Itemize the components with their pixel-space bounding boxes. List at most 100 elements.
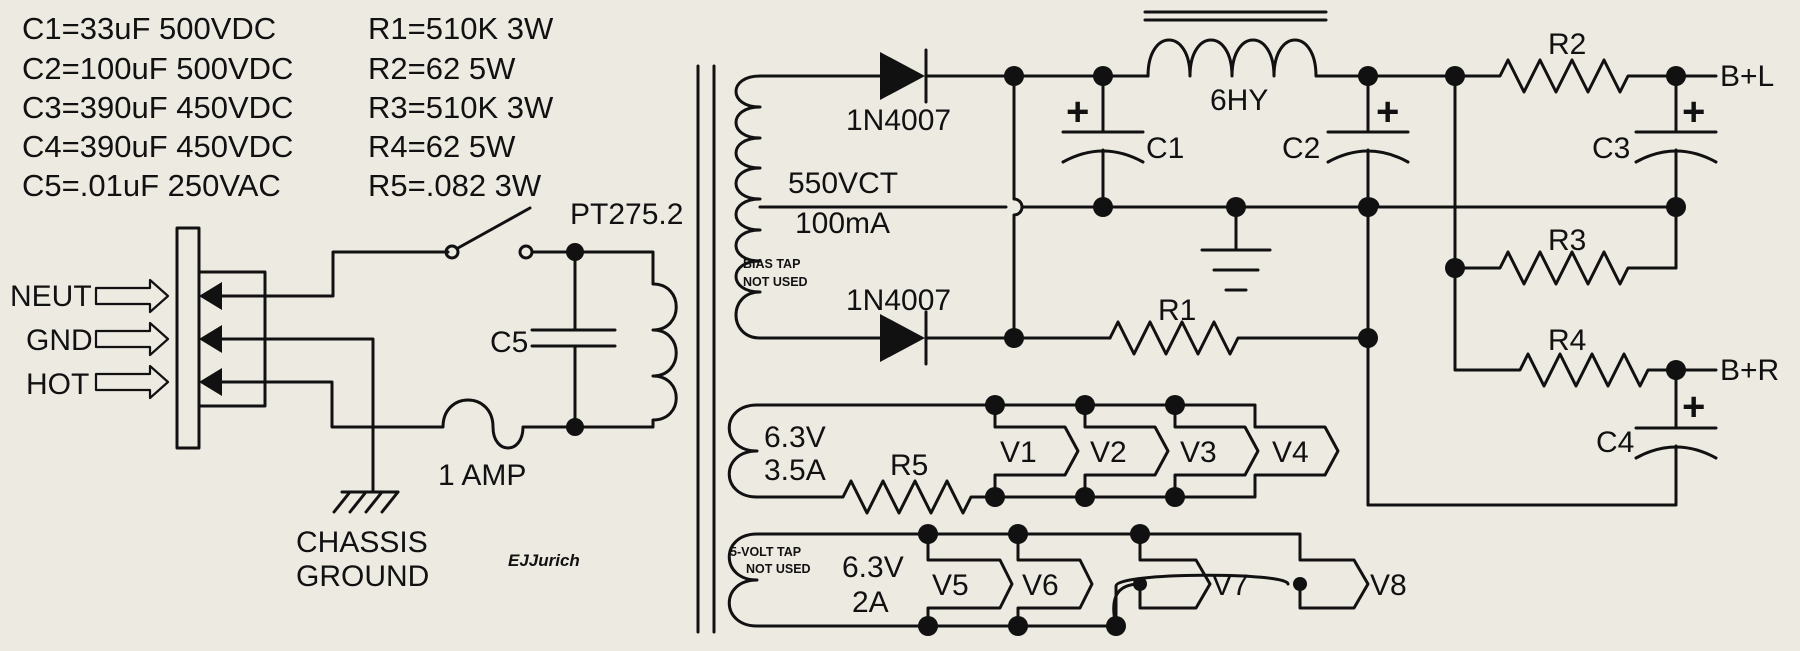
c1-capacitor: + C1	[1061, 66, 1184, 209]
node-v5-bottom	[918, 616, 938, 636]
node-v7-top	[1130, 524, 1150, 544]
parts-r2: R2=62 5W	[368, 51, 516, 86]
node-v3-bottom	[1165, 487, 1185, 507]
b-plus-left-label: B+L	[1720, 60, 1774, 93]
r1-zigzag-icon	[1108, 320, 1370, 356]
chassis-label-line2: GROUND	[296, 560, 429, 593]
heater2-winding-icon	[727, 532, 930, 628]
ac-inlet: NEUT GND HOT	[10, 226, 450, 450]
switch-lever	[456, 206, 532, 250]
r3-label: R3	[1548, 224, 1586, 257]
chassis-ground: CHASSIS GROUND	[296, 421, 429, 593]
tube-v5-heater-icon	[926, 532, 1014, 628]
tube-v4-label: V4	[1272, 436, 1309, 469]
arrow-gnd-icon	[94, 321, 170, 357]
node-r1-end	[1358, 328, 1378, 348]
r1-resistor: R1	[1108, 294, 1370, 356]
wire-center-tap-b	[1020, 197, 1678, 209]
c4-lead-bottom	[1366, 444, 1678, 507]
switch-contact-right	[518, 244, 534, 260]
bias-note-line1: BIAS TAP	[743, 257, 800, 271]
wire-hot	[220, 380, 434, 429]
tube-v3-label: V3	[1180, 436, 1217, 469]
arrow-neut-icon	[94, 278, 170, 314]
choke-label: 6HY	[1210, 84, 1268, 117]
c1-label: C1	[1146, 132, 1184, 165]
wire-neut	[220, 250, 450, 298]
c4-label: C4	[1596, 426, 1634, 459]
node-rect-bottom	[1004, 328, 1024, 348]
r4-feed	[1453, 74, 1678, 388]
transformer-core	[696, 64, 716, 634]
b-plus-right-label: B+R	[1720, 354, 1779, 387]
diode-bottom-label: 1N4007	[846, 284, 951, 317]
parts-c1: C1=33uF 500VDC	[22, 11, 276, 46]
node-v6-bottom	[1008, 616, 1028, 636]
five-volt-note-line2: NOT USED	[746, 562, 811, 576]
bias-note-line2: NOT USED	[743, 275, 808, 289]
diode-top-triangle-icon	[880, 52, 925, 100]
heater1-winding-icon	[727, 403, 997, 515]
tube-v1-label: V1	[1000, 436, 1037, 469]
node-v8-mid	[1293, 577, 1307, 591]
primary-winding-icon	[573, 250, 678, 429]
r3-resistor: R3	[1445, 74, 1678, 388]
r2-zigzag-icon	[1366, 58, 1718, 94]
power-switch	[444, 206, 577, 260]
tube-v6-heater-icon	[1016, 532, 1094, 628]
node-rect-top	[1004, 66, 1024, 86]
parts-c3: C3=390uF 450VDC	[22, 90, 293, 125]
transformer-primary: PT275.2	[570, 198, 683, 429]
c3-label: C3	[1592, 132, 1630, 165]
node-v7-mid	[1133, 577, 1147, 591]
c2-label: C2	[1282, 132, 1320, 165]
chassis-hatch-2	[348, 490, 368, 514]
tube-v7-heater-icon	[1112, 532, 1212, 628]
node-v1-bottom	[985, 487, 1005, 507]
r4-label: R4	[1548, 324, 1586, 357]
transformer-name: PT275.2	[570, 198, 683, 231]
heater2-current: 2A	[852, 586, 889, 619]
chassis-label-line1: CHASSIS	[296, 526, 428, 559]
node-v6-top	[1008, 524, 1028, 544]
tube-v5-label: V5	[932, 569, 969, 602]
node-v5-top	[918, 524, 938, 544]
arrow-hot-icon	[94, 364, 170, 400]
hv-secondary-winding-icon	[734, 74, 882, 340]
parts-list: C1=33uF 500VDC C2=100uF 500VDC C3=390uF …	[22, 11, 554, 203]
fuse-symbol-icon	[430, 398, 577, 450]
parts-r5: R5=.082 3W	[368, 168, 542, 203]
node-v1-top	[985, 395, 1005, 415]
tube-v8-heater-icon	[1272, 532, 1370, 610]
node-v2-top	[1075, 395, 1095, 415]
chassis-hatch-4	[380, 490, 400, 514]
tube-v8-label: V8	[1370, 569, 1407, 602]
parts-r3: R3=510K 3W	[368, 90, 554, 125]
v7-v8-link	[1114, 573, 1290, 628]
node-ground	[1226, 197, 1246, 217]
label-gnd: GND	[26, 324, 93, 357]
r2-label: R2	[1548, 28, 1586, 61]
chassis-hatch-1	[332, 490, 352, 514]
tube-v4-heater-icon	[1173, 403, 1340, 499]
c5-label: C5	[490, 326, 528, 359]
parts-c4: C4=390uF 450VDC	[22, 129, 293, 164]
diode-top: 1N4007	[846, 48, 951, 137]
pin-hot-icon	[199, 368, 222, 396]
signature: EJJurich	[508, 551, 580, 570]
parts-r4: R4=62 5W	[368, 129, 516, 164]
diode-bottom: 1N4007	[846, 284, 951, 366]
c4-plus: +	[1682, 385, 1705, 429]
hv-rating-line1: 550VCT	[788, 167, 898, 200]
r1-label: R1	[1158, 294, 1196, 327]
node-v3-top	[1165, 395, 1185, 415]
heater1-voltage: 6.3V	[764, 421, 826, 454]
choke-winding-icon	[1146, 38, 1370, 78]
b-plus-left-branch: R2 B+L + C3	[1366, 28, 1774, 270]
parts-r1: R1=510K 3W	[368, 11, 554, 46]
b-plus-right-branch: R4 B+R + C4	[1366, 324, 1779, 507]
tube-v7-label: V7	[1212, 569, 1249, 602]
parts-c5: C5=.01uF 250VAC	[22, 168, 281, 203]
pin-neut-icon	[199, 282, 222, 310]
